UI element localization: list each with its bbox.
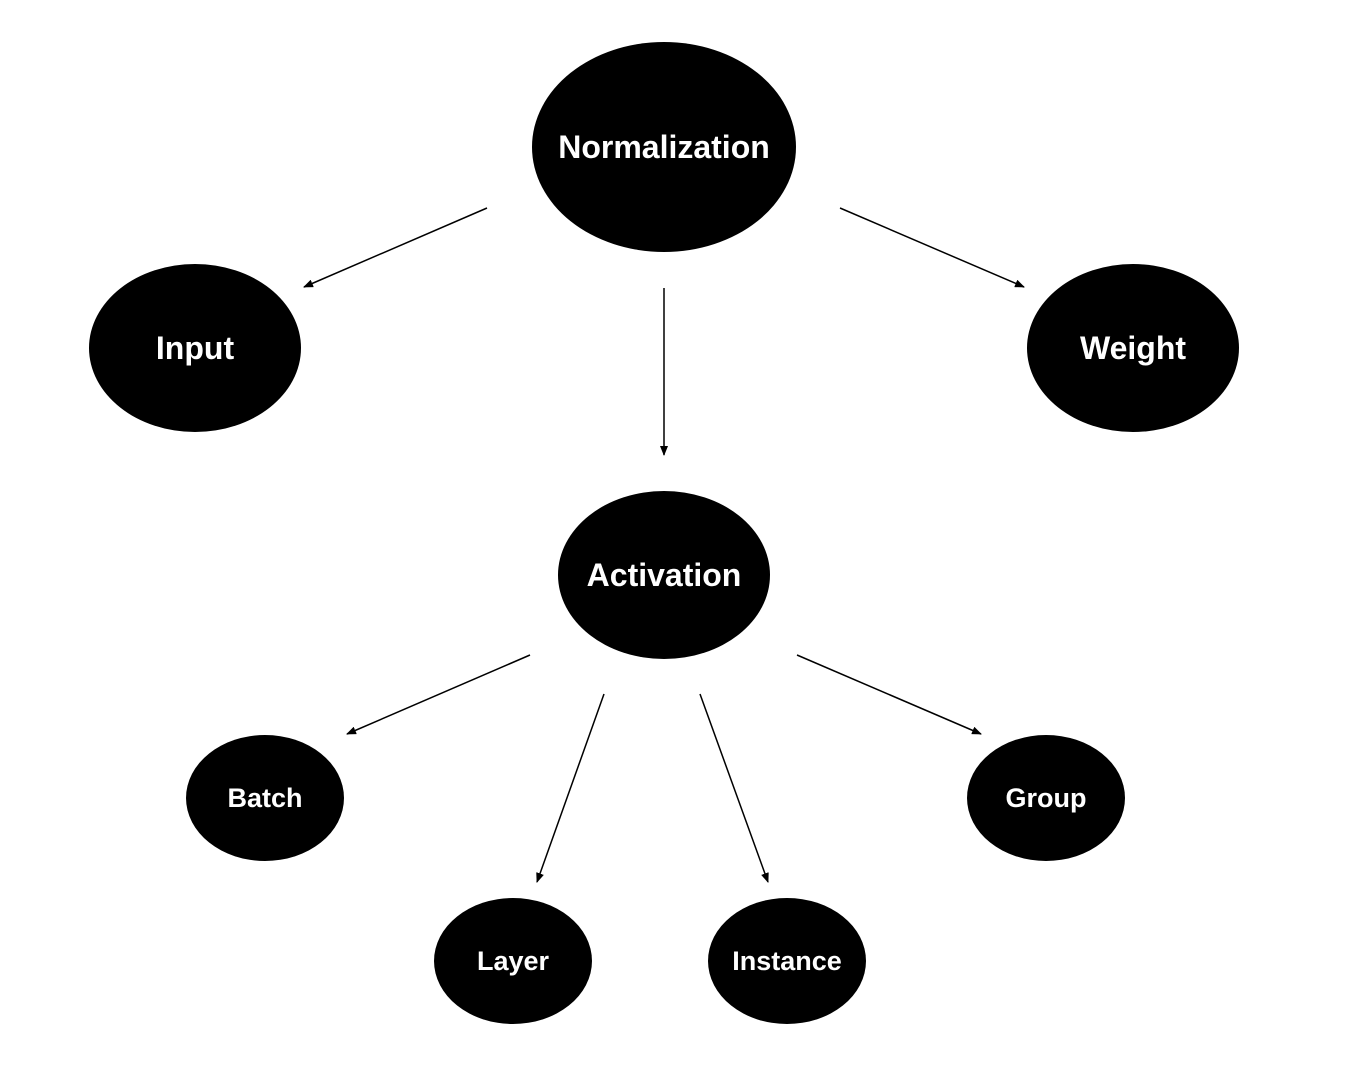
node-group-label: Group	[1006, 783, 1087, 813]
node-weight-label: Weight	[1080, 330, 1186, 366]
node-instance-label: Instance	[732, 946, 842, 976]
node-weight-shape	[1027, 264, 1239, 432]
edge-activation-to-instance	[699, 693, 769, 883]
node-input: Input	[89, 264, 301, 432]
node-group-shape	[967, 735, 1125, 861]
edge-normalization-to-input	[303, 207, 488, 288]
edges-group	[303, 207, 1025, 883]
node-activation-label: Activation	[587, 557, 742, 593]
node-batch-shape	[186, 735, 344, 861]
node-activation: Activation	[558, 491, 770, 659]
node-activation-shape	[558, 491, 770, 659]
node-instance-shape	[708, 898, 866, 1024]
node-batch-label: Batch	[227, 783, 302, 813]
node-batch: Batch	[186, 735, 344, 861]
node-input-shape	[89, 264, 301, 432]
node-weight: Weight	[1027, 264, 1239, 432]
node-normalization-label: Normalization	[558, 129, 770, 165]
edge-activation-to-batch	[346, 654, 531, 735]
node-input-label: Input	[156, 330, 235, 366]
node-normalization: Normalization	[532, 42, 796, 252]
node-layer-label: Layer	[477, 946, 550, 976]
edge-activation-to-layer	[536, 693, 605, 883]
node-layer: Layer	[434, 898, 592, 1024]
edge-normalization-to-weight	[839, 207, 1025, 288]
node-group: Group	[967, 735, 1125, 861]
edge-activation-to-group	[796, 654, 982, 735]
node-instance: Instance	[708, 898, 866, 1024]
node-layer-shape	[434, 898, 592, 1024]
node-normalization-shape	[532, 42, 796, 252]
